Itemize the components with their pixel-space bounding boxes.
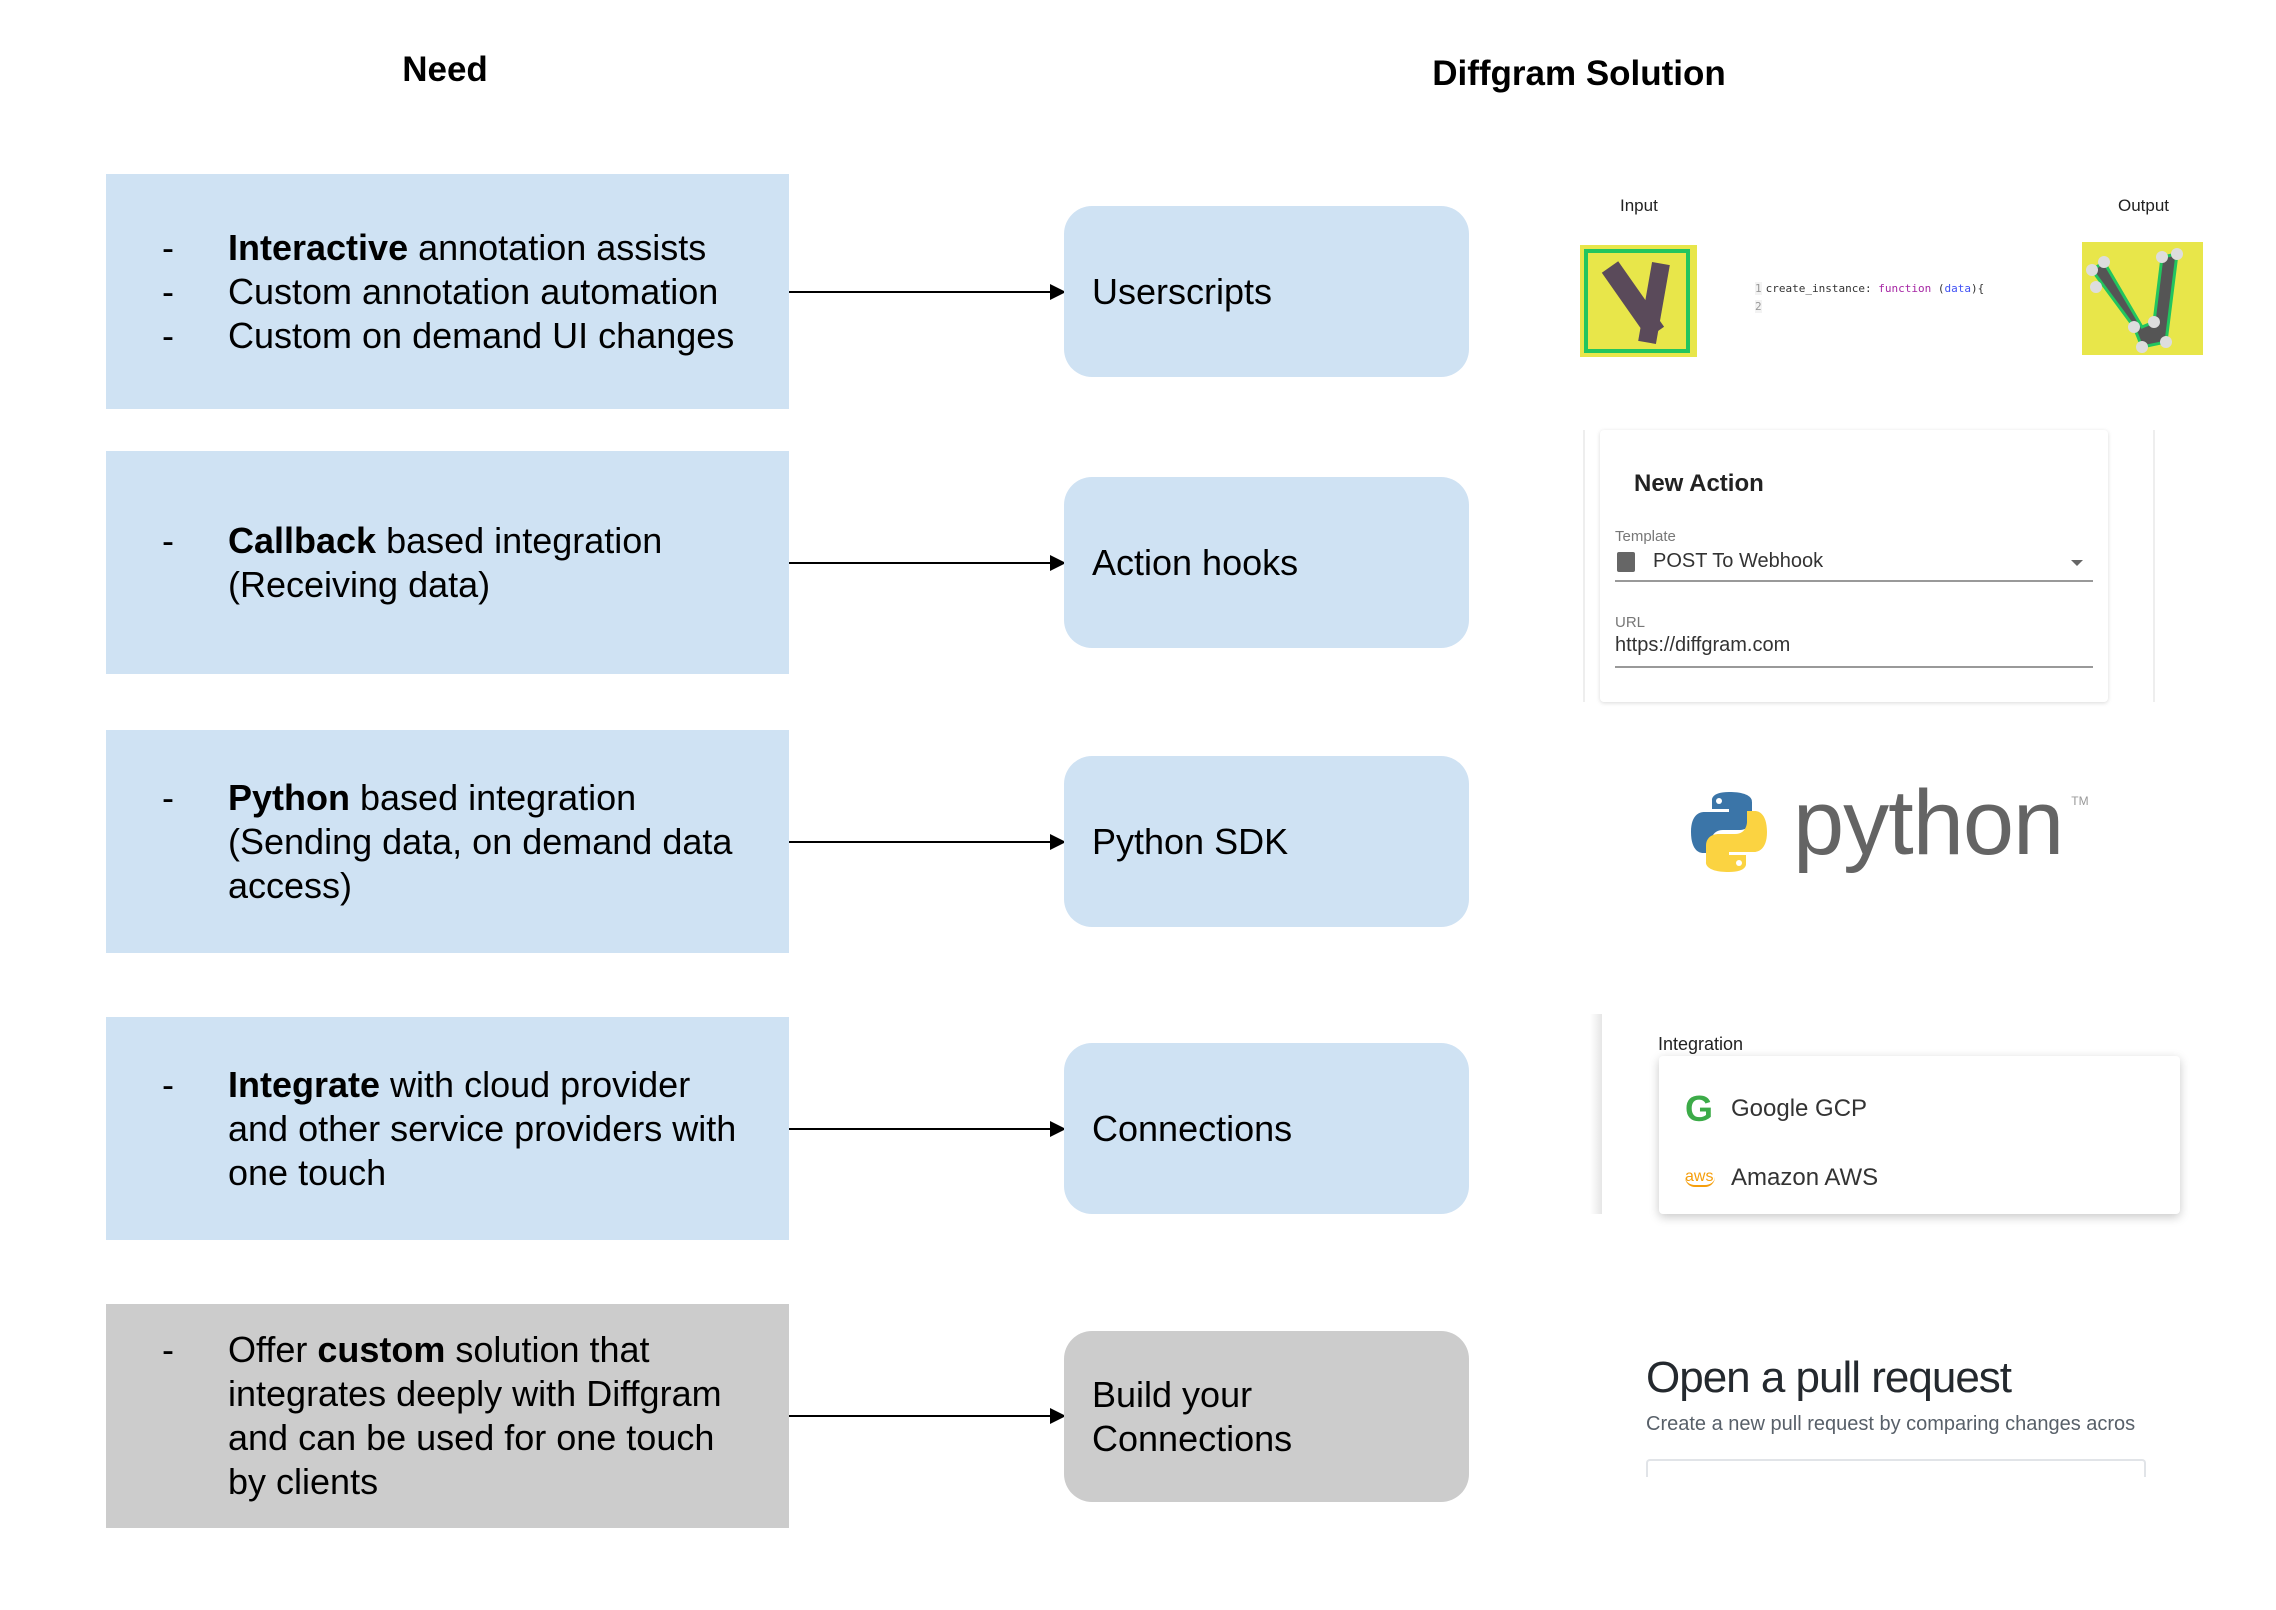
need-header: Need [402,50,488,89]
solution-header: Diffgram Solution [1432,54,1726,93]
arrow-connector [789,833,1066,850]
template-label: Template [1615,528,1676,545]
line-number: 1 [1755,282,1762,295]
bullet-dash: - [162,776,174,818]
line-number: 2 [1755,300,1762,313]
url-label: URL [1615,614,1646,631]
emphasis-text: Callback [228,519,377,561]
code-name: create_instance: [1765,282,1879,295]
python-wordmark: python [1793,772,2064,874]
code-brace: ){ [1970,282,1985,295]
solution-box: Action hooks [1064,477,1469,648]
line-text: integrates deeply with Diffgram [228,1373,722,1414]
need-line: (Sending data, on demand data [162,820,789,864]
input-image [1580,245,1697,357]
arrow-connector [789,283,1066,300]
need-box: - Python based integration(Sending data, … [106,730,789,953]
need-box: - Interactive annotation assists - Custom a… [106,174,789,409]
line-text: based integration [350,776,637,818]
line-text: (Sending data, on demand data [228,820,733,862]
need-line: - Integrate with cloud provider [162,1063,789,1107]
line-text: and other service providers with [228,1107,737,1149]
need-line: - Interactive annotation assists [162,226,789,270]
need-line: - Custom on demand UI changes [162,314,789,358]
need-line: and other service providers with [162,1107,789,1151]
new-action-card: New Action Template POST To Webhook URL … [1600,430,2108,702]
need-line: access) [162,864,789,908]
card-title: New Action [1634,470,1764,497]
solution-box: Connections [1064,1043,1469,1214]
emphasis-text: custom [317,1329,446,1370]
line-text: and can be used for one touch [228,1417,715,1458]
line-text: solution that [445,1329,650,1370]
emphasis-text: Python [228,776,350,818]
code-paren: ( [1931,282,1945,295]
python-icon [1691,792,1767,872]
solution-box: Python SDK [1064,756,1469,927]
emphasis-text: Integrate [228,1063,381,1105]
need-line: (Receiving data) [162,563,789,607]
solution-box: Build your Connections [1064,1331,1469,1502]
integration-label: Integration [1658,1034,1744,1054]
need-line: by clients [162,1460,789,1504]
bullet-dash: - [162,226,174,268]
bullet-dash: - [162,1329,174,1370]
output-image [2082,242,2203,355]
line-text: Offer [228,1329,318,1370]
pr-subtitle: Create a new pull request by comparing c… [1646,1413,2136,1435]
line-text: one touch [228,1151,387,1193]
python-wordmark-group: python TM [1793,770,2089,876]
menu-item-google-gcp[interactable]: G Google GCP [1685,1088,1867,1130]
need-box: - Callback based integration(Receiving da… [106,451,789,674]
menu-item-label: Amazon AWS [1731,1164,1879,1191]
divider [1590,1014,1602,1214]
solution-box: Userscripts [1064,206,1469,377]
need-line: integrates deeply with Diffgram [162,1372,789,1416]
line-text: based integration [376,519,663,561]
arrow-connector [789,1408,1066,1424]
arrow-connector [789,1120,1066,1137]
aws-icon: aws [1685,1168,1715,1187]
divider [2153,430,2155,702]
chevron-down-icon [2071,560,2083,566]
bullet-dash: - [162,270,174,312]
divider [1583,430,1585,702]
line-text: with cloud provider [380,1063,691,1105]
line-text: access) [228,864,353,906]
arrow-connector [789,554,1066,571]
url-input[interactable]: https://diffgram.com [1615,634,2093,668]
integration-menu: G Google GCP aws Amazon AWS [1659,1056,2180,1214]
need-line: - Python based integration [162,776,789,820]
code-arg: data [1944,282,1971,295]
line-text: (Receiving data) [228,563,491,605]
need-line: and can be used for one touch [162,1416,789,1460]
need-line: - Custom annotation automation [162,270,789,314]
menu-item-amazon-aws[interactable]: aws Amazon AWS [1685,1164,1878,1192]
line-text: Custom on demand UI changes [228,314,735,356]
need-line: - Offer custom solution that [162,1328,789,1372]
template-select[interactable]: POST To Webhook [1615,548,2093,582]
bullet-dash: - [162,1063,174,1105]
line-text: annotation assists [408,226,707,268]
output-label: Output [2118,196,2170,215]
trademark: TM [2071,794,2089,808]
pr-title: Open a pull request [1646,1353,2012,1402]
need-line: - Callback based integration [162,519,789,563]
google-g-icon: G [1685,1088,1714,1129]
bullet-dash: - [162,314,174,356]
code-keyword: function [1878,282,1932,295]
bullet-dash: - [162,519,174,561]
webhook-icon [1617,552,1635,572]
pr-compare-box [1646,1459,2146,1477]
emphasis-text: Interactive [228,226,409,268]
menu-item-label: Google GCP [1731,1095,1868,1122]
line-text: Custom annotation automation [228,270,719,312]
line-text: by clients [228,1461,379,1502]
input-label: Input [1620,196,1658,215]
need-line: one touch [162,1151,789,1195]
template-value: POST To Webhook [1653,550,1824,572]
